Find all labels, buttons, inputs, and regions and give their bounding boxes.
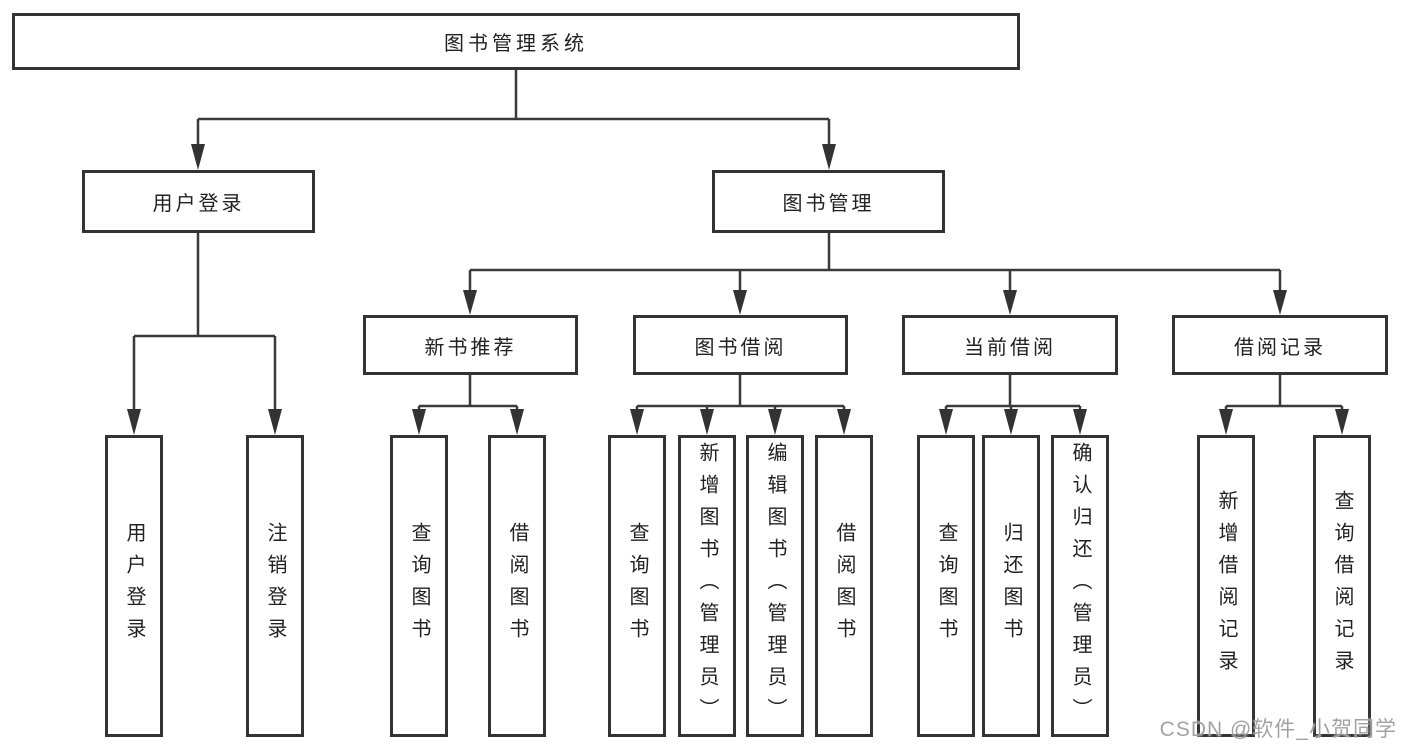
leaf-label: 归还图书 [1000,522,1022,650]
leaf-borrow-books: 借阅图书 [815,435,873,737]
leaf-query-books-current: 查询图书 [917,435,975,737]
leaf-add-books-admin: 新增图书（管理员） [678,435,736,737]
leaf-borrow-books-recommend: 借阅图书 [488,435,546,737]
node-current-borrowing: 当前借阅 [902,315,1118,375]
leaf-label: 注销登录 [264,522,286,650]
node-label: 当前借阅 [964,336,1056,359]
leaf-label: 确认归还（管理员） [1069,442,1091,730]
leaf-logout: 注销登录 [246,435,304,737]
leaf-label: 新增图书（管理员） [696,442,718,730]
leaf-add-borrow-record: 新增借阅记录 [1197,435,1255,737]
leaf-query-books-recommend: 查询图书 [390,435,448,737]
leaf-query-borrow-record: 查询借阅记录 [1313,435,1371,737]
node-new-book-recommendation: 新书推荐 [363,315,578,375]
node-book-management: 图书管理 [712,170,945,233]
node-user-login: 用户登录 [82,170,315,233]
csdn-watermark: CSDN @软件_小贺同学 [1159,718,1397,741]
leaf-confirm-return-admin: 确认归还（管理员） [1051,435,1109,737]
leaf-label: 查询图书 [408,522,430,650]
node-label: 图书管理 [782,193,875,215]
leaf-query-books-borrowing: 查询图书 [608,435,666,737]
arrowheads [127,144,1349,435]
leaf-label: 用户登录 [123,522,145,650]
leaf-label: 借阅图书 [506,522,528,650]
leaf-user-login: 用户登录 [105,435,163,737]
node-label: 新书推荐 [424,336,517,359]
leaf-label: 查询图书 [935,522,957,650]
node-label: 图书管理系统 [444,33,588,55]
node-label: 图书借阅 [694,336,787,359]
leaf-label: 编辑图书（管理员） [764,442,786,730]
leaf-label: 查询借阅记录 [1331,490,1353,682]
node-borrowing-records: 借阅记录 [1172,315,1388,375]
leaf-edit-books-admin: 编辑图书（管理员） [746,435,804,737]
node-label: 借阅记录 [1234,336,1326,359]
leaf-label: 查询图书 [626,522,648,650]
node-library-management-system: 图书管理系统 [12,13,1020,70]
node-label: 用户登录 [152,193,245,215]
leaf-label: 借阅图书 [833,522,855,650]
leaf-return-books: 归还图书 [982,435,1040,737]
leaf-label: 新增借阅记录 [1215,490,1237,682]
node-book-borrowing: 图书借阅 [633,315,848,375]
